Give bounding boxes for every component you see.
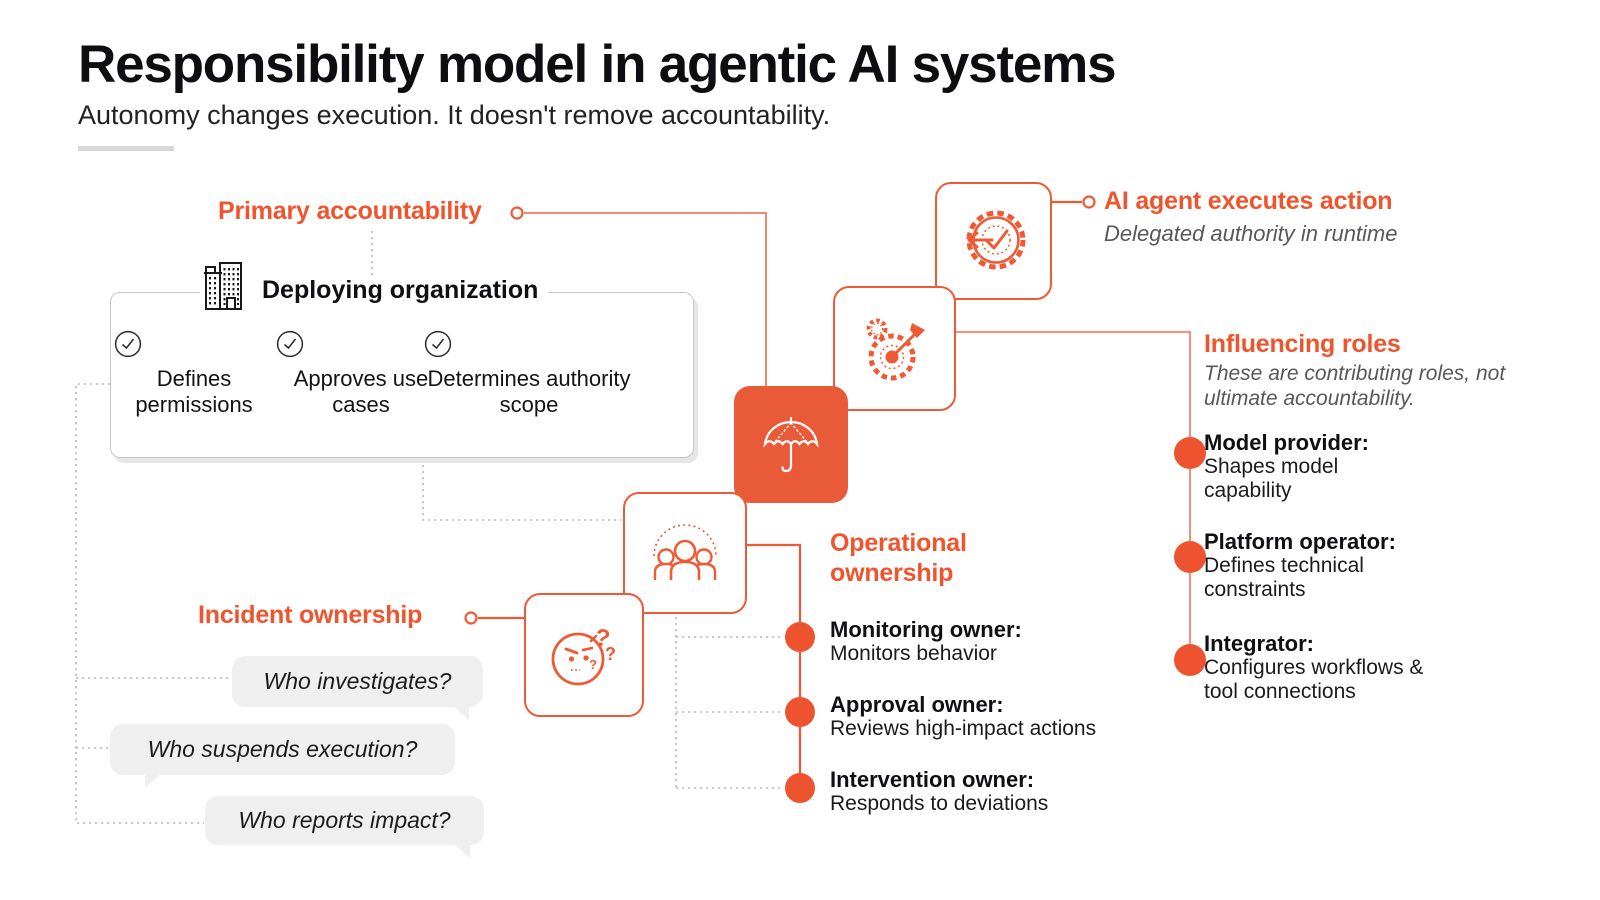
check-circle-icon (424, 330, 452, 358)
check-circle-icon (114, 330, 142, 358)
wire-operational-ownership (743, 543, 802, 789)
influencing-roles-title: Influencing roles (1204, 330, 1401, 358)
question-text: Who reports impact? (238, 807, 451, 833)
gears-target-box (833, 286, 956, 411)
role-bullet (1174, 541, 1206, 573)
svg-text:?: ? (605, 644, 616, 664)
svg-text:?: ? (593, 624, 612, 653)
umbrella-box (734, 386, 848, 503)
check-circle-icon (276, 330, 304, 358)
question-text: Who suspends execution? (147, 736, 418, 762)
question-bubble-suspends: Who suspends execution? (110, 724, 455, 788)
wire-primary-accountability (524, 212, 767, 387)
ai-agent-subtitle: Delegated authority in runtime (1104, 221, 1398, 246)
role-name: Platform operator: (1204, 529, 1396, 554)
role-bullet (1174, 437, 1206, 469)
svg-text:?: ? (589, 657, 597, 672)
owner-bullet (785, 697, 815, 727)
org-item-determines-authority-scope: Determines authority scope (424, 330, 634, 418)
org-item-label: Determines authority scope (427, 366, 631, 417)
owner-monitoring: Monitoring owner: Monitors behavior (830, 617, 1022, 666)
owner-approval: Approval owner: Reviews high-impact acti… (830, 692, 1096, 741)
operational-ownership-title: Operational ownership (830, 529, 967, 587)
owner-bullet (785, 773, 815, 803)
page-title: Responsibility model in agentic AI syste… (78, 35, 1117, 94)
role-platform-operator: Platform operator: Defines technical con… (1204, 529, 1396, 602)
umbrella-icon (763, 416, 819, 472)
page-subtitle: Autonomy changes execution. It doesn't r… (78, 100, 831, 130)
incident-face-box: ? ? ? (524, 593, 644, 717)
org-item-approves-use-cases: Approves use cases (276, 330, 446, 418)
org-item-label: Defines permissions (135, 366, 253, 417)
org-item-label: Approves use cases (293, 366, 429, 417)
agent-gear-check-icon (966, 210, 1025, 270)
confused-face-icon: ? ? ? (551, 624, 616, 686)
divider-rule (78, 146, 174, 151)
role-name: Model provider: (1204, 430, 1370, 455)
role-model-provider: Model provider: Shapes model capability (1204, 430, 1379, 503)
question-bubble-reports: Who reports impact? (205, 796, 484, 858)
owner-intervention: Intervention owner: Responds to deviatio… (830, 767, 1048, 816)
role-desc: Defines technical constraints (1204, 554, 1364, 601)
dotted-card-to-team-box (422, 459, 621, 521)
team-icon (653, 524, 717, 580)
team-box (623, 492, 747, 614)
deploying-organization-card (110, 292, 694, 458)
question-bubble-investigates: Who investigates? (232, 656, 483, 720)
role-integrator: Integrator: Configures workflows & tool … (1204, 631, 1424, 704)
building-icon (200, 260, 252, 312)
wire-influencing-roles (952, 331, 1191, 661)
question-text: Who investigates? (263, 668, 452, 694)
owner-desc: Monitors behavior (830, 642, 997, 665)
role-desc: Shapes model capability (1204, 455, 1339, 502)
owner-name: Monitoring owner: (830, 617, 1022, 642)
owner-desc: Reviews high-impact actions (830, 717, 1097, 740)
ring-primary (510, 206, 524, 220)
dotted-card-to-questions (75, 383, 204, 824)
owner-bullet (785, 622, 815, 652)
primary-accountability-label: Primary accountability (218, 197, 482, 225)
deploying-organization-title: Deploying organization (252, 276, 549, 305)
gears-target-icon (866, 318, 925, 380)
org-item-defines-permissions: Defines permissions (114, 330, 274, 418)
owner-name: Approval owner: (830, 692, 1004, 717)
ai-agent-box (935, 182, 1052, 300)
influencing-roles-note: These are contributing roles, not ultima… (1204, 362, 1506, 410)
role-name: Integrator: (1204, 631, 1314, 656)
owner-desc: Responds to deviations (830, 792, 1049, 815)
ai-agent-title: AI agent executes action (1104, 187, 1393, 215)
role-desc: Configures workflows & tool connections (1204, 656, 1424, 703)
ring-ai-agent (1082, 195, 1096, 209)
owner-name: Intervention owner: (830, 767, 1035, 792)
role-bullet (1174, 644, 1206, 676)
incident-ownership-label: Incident ownership (198, 601, 423, 629)
ring-incident (464, 611, 478, 625)
